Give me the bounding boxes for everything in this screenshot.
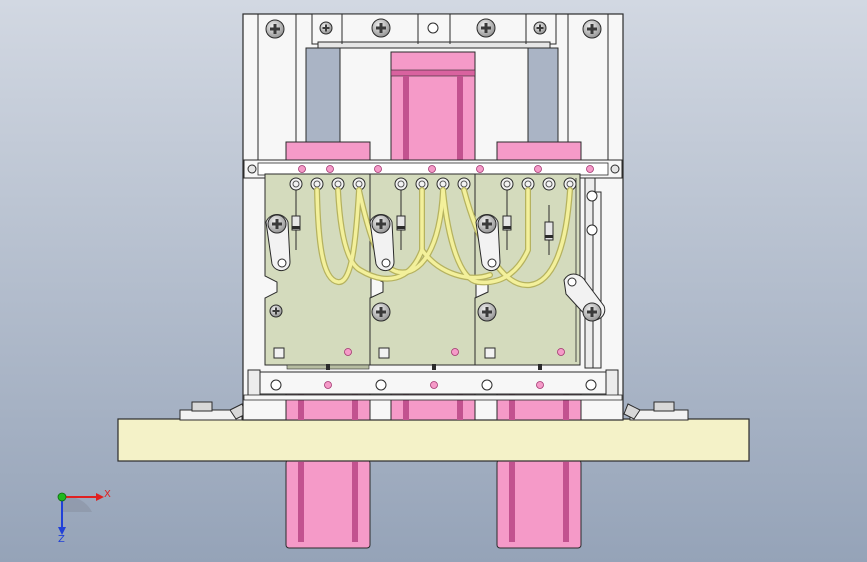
diodes bbox=[291, 190, 554, 255]
z-axis-label: Z bbox=[58, 534, 65, 545]
top-screw-1 bbox=[265, 19, 285, 39]
pink-block-right bbox=[496, 141, 582, 161]
top-screw-3 bbox=[476, 18, 496, 38]
base-clamp-left bbox=[179, 401, 247, 421]
wire-harness bbox=[314, 187, 573, 289]
central-pink-column bbox=[390, 51, 476, 161]
top-screw-4 bbox=[582, 19, 602, 39]
lever-right-lower bbox=[563, 273, 606, 322]
base-clamp-right bbox=[623, 401, 689, 421]
lever-right-upper bbox=[475, 214, 501, 271]
lever-middle bbox=[369, 214, 395, 271]
top-bracket bbox=[311, 13, 557, 49]
pink-block-left bbox=[285, 141, 371, 161]
base-plate bbox=[117, 418, 750, 462]
lower-slider-right bbox=[496, 459, 582, 549]
lower-slider-left bbox=[285, 459, 371, 549]
lever-left bbox=[265, 214, 291, 271]
coordinate-triad: X Z bbox=[57, 489, 111, 545]
x-axis-label: X bbox=[104, 489, 111, 500]
right-standoffs bbox=[584, 177, 602, 369]
top-screw-2 bbox=[371, 18, 391, 38]
y-axis-dot bbox=[57, 492, 67, 502]
